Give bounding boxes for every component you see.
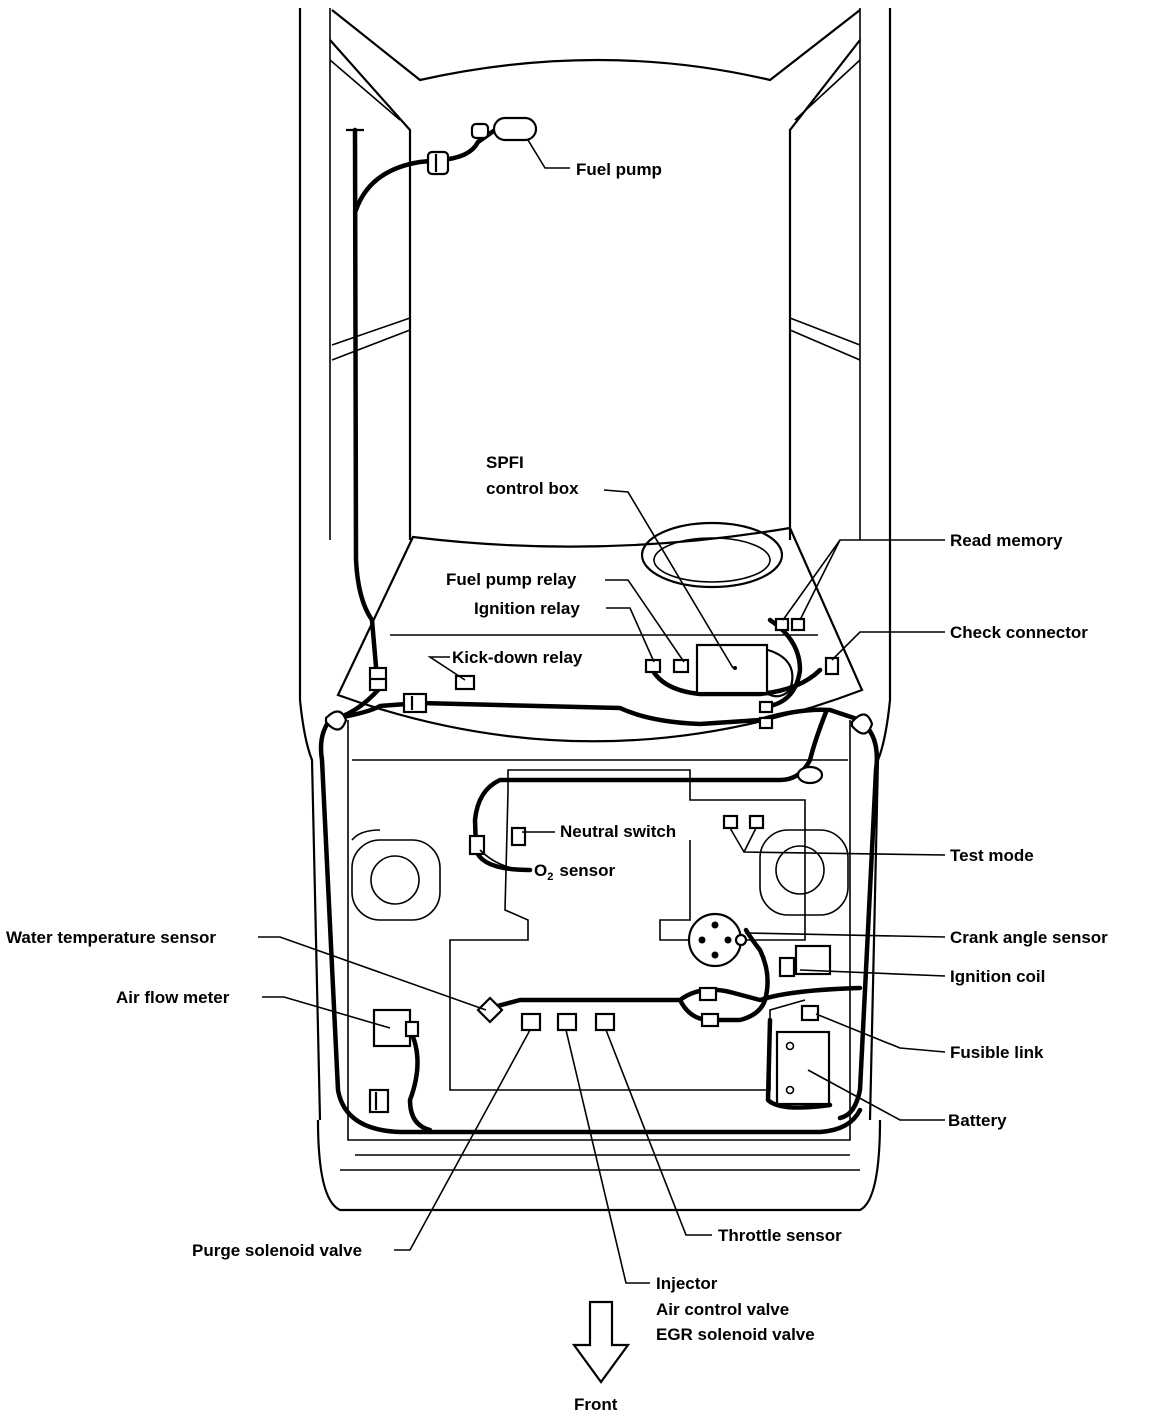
test-mode-connector [722, 814, 739, 830]
label-water-temperature-sensor: Water temperature sensor [6, 928, 216, 947]
leader-lines [258, 139, 946, 1284]
label-egr-solenoid-valve: EGR solenoid valve [656, 1325, 815, 1344]
label-ignition-relay: Ignition relay [474, 599, 580, 618]
label-battery: Battery [948, 1111, 1007, 1130]
air-flow-meter [372, 1008, 412, 1048]
label-read-memory: Read memory [950, 531, 1063, 550]
fuel-pump-body [492, 116, 538, 142]
read-memory-connector [774, 617, 790, 632]
label-fuel-pump: Fuel pump [576, 160, 662, 179]
air-control-connector [556, 1012, 578, 1032]
label-spfi: SPFI [486, 453, 524, 472]
spfi-control-box [695, 643, 769, 695]
label-air-control-valve: Air control valve [656, 1300, 789, 1319]
fuel-pump-relay-connector [672, 658, 690, 674]
label-control-box: control box [486, 479, 579, 498]
check-connector [824, 656, 840, 676]
label-purge-solenoid-valve: Purge solenoid valve [192, 1241, 362, 1260]
ignition-relay-connector [644, 658, 662, 674]
water-temperature-sensor [476, 996, 504, 1024]
fusible-link [800, 1004, 820, 1022]
injector-connector [520, 1012, 542, 1032]
label-test-mode: Test mode [950, 846, 1034, 865]
label-front: Front [574, 1395, 618, 1414]
label-kick-down-relay: Kick-down relay [452, 648, 583, 667]
wire-harness [318, 127, 880, 1135]
label-throttle-sensor: Throttle sensor [718, 1226, 842, 1245]
components [324, 116, 874, 1114]
labels: Fuel pump SPFI control box Read memory F… [6, 160, 1108, 1414]
label-fusible-link: Fusible link [950, 1043, 1044, 1062]
label-fuel-pump-relay: Fuel pump relay [446, 570, 577, 589]
label-neutral-switch: Neutral switch [560, 822, 676, 841]
throttle-sensor-connector [594, 1012, 616, 1032]
label-injector: Injector [656, 1274, 718, 1293]
front-arrow [571, 1300, 631, 1384]
label-air-flow-meter: Air flow meter [116, 988, 230, 1007]
neutral-switch-connector [510, 826, 527, 847]
label-check-connector: Check connector [950, 623, 1088, 642]
kick-down-relay-connector [454, 674, 476, 691]
label-ignition-coil: Ignition coil [950, 967, 1045, 986]
battery [775, 1030, 831, 1106]
label-crank-angle-sensor: Crank angle sensor [950, 928, 1108, 947]
